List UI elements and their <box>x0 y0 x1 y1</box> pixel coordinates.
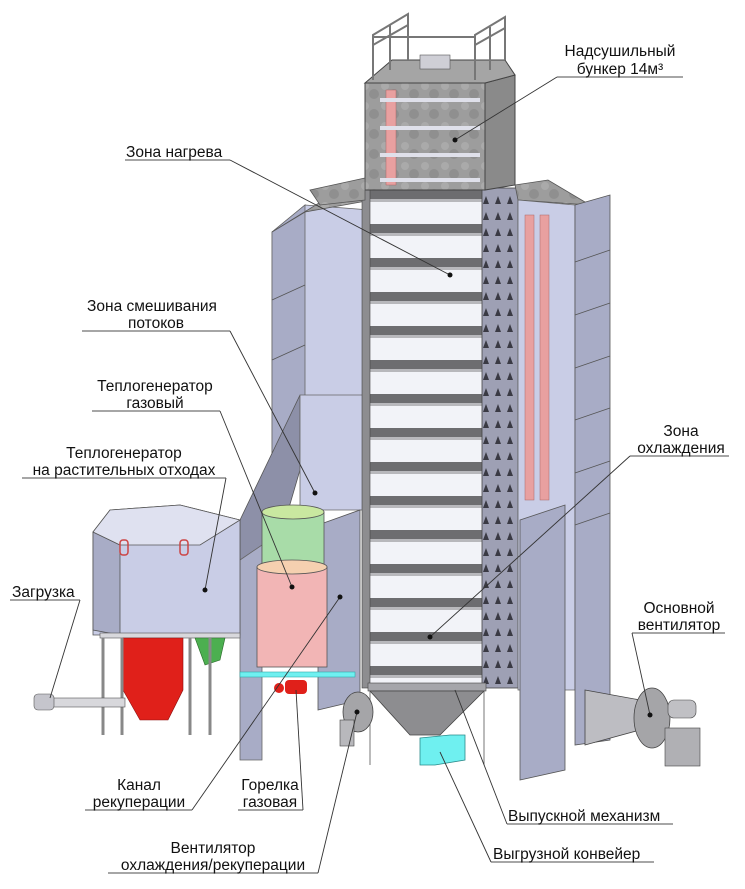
label-plant-waste-heat-gen-line1: Теплогенератор <box>66 445 182 462</box>
label-bunker-line1: Надсушильный <box>565 43 676 60</box>
label-cooling-recup-fan-line2: охлаждения/рекуперации <box>121 857 305 874</box>
top-bunker <box>309 12 591 206</box>
right-wing-housing <box>317 194 611 781</box>
label-heating-zone: Зона нагрева <box>126 144 223 161</box>
furnace-red <box>122 637 184 721</box>
label-recuperation-channel-line1: Канал <box>117 777 161 794</box>
label-cooling-zone-line1: Зона <box>663 423 699 440</box>
label-plant-waste-heat-gen-line2: на растительных отходах <box>33 462 216 479</box>
label-unloading-conveyor: Выгрузной конвейер <box>493 846 640 863</box>
label-gas-burner-line1: Горелка <box>241 777 299 794</box>
gas-heat-generator <box>239 504 356 694</box>
label-cooling-zone-line2: охлаждения <box>637 440 725 457</box>
label-cooling-recup-fan-line1: Вентилятор <box>171 840 256 857</box>
label-bunker-line2: бункер 14м³ <box>577 61 663 78</box>
label-main-fan-line1: Основной <box>643 600 714 617</box>
label-gas-heat-gen-line2: газовый <box>126 395 183 412</box>
central-tower <box>361 187 519 689</box>
ladder-top <box>385 89 397 186</box>
label-loading: Загрузка <box>12 584 75 601</box>
leader-lines <box>10 76 729 874</box>
label-gas-heat-gen-line1: Теплогенератор <box>97 378 213 395</box>
labels: Надсушильный бункер 14м³ Зона нагрева Зо… <box>12 43 725 874</box>
plant-waste-heat-generator <box>33 504 242 735</box>
label-recuperation-channel-line2: рекуперации <box>93 794 185 811</box>
label-mixing-zone-line2: потоков <box>128 315 184 332</box>
recuperation-channel-frame <box>239 671 356 678</box>
label-discharge-mechanism: Выпускной механизм <box>508 808 660 825</box>
top-railing <box>372 12 506 80</box>
label-gas-burner-line2: газовая <box>243 794 297 811</box>
ladder <box>524 214 535 501</box>
label-main-fan-line2: вентилятор <box>638 617 721 634</box>
main-fan <box>584 687 701 767</box>
label-mixing-zone-line1: Зона смешивания <box>87 298 217 315</box>
gas-burner <box>274 680 307 694</box>
unloading-conveyor <box>419 734 466 766</box>
